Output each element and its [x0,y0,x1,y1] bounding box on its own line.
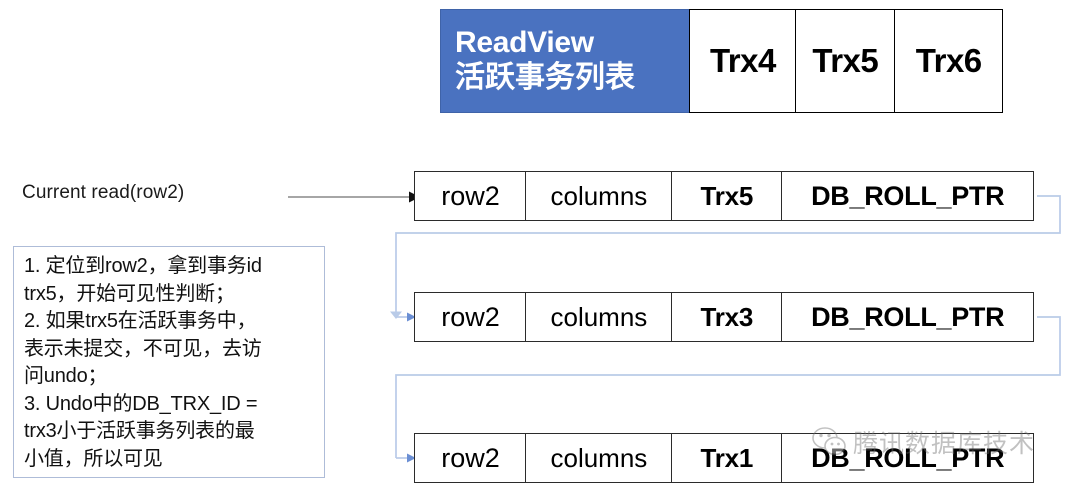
current-read-label: Current read(row2) [22,182,185,203]
version-row-2-columns: columns [525,433,673,483]
version-row-1-roll-ptr: DB_ROLL_PTR [781,292,1035,342]
readview-trx-cell-2: Trx6 [894,9,1004,113]
readview-table: ReadView 活跃事务列表 Trx4 Trx5 Trx6 [440,9,1006,113]
explanation-line-6: 3. Undo中的DB_TRX_ID = [24,392,258,415]
version-row-2-id: row2 [414,433,527,483]
explanation-line-5: 问undo； [24,365,108,387]
version-row-1-columns: columns [525,292,673,342]
version-row-2-trx: Trx1 [670,433,783,483]
version-row-0-roll-ptr: DB_ROLL_PTR [781,171,1035,221]
version-row-2-roll-ptr: DB_ROLL_PTR [781,433,1035,483]
explanation-line-2: trx5，开始可见性判断； [24,282,235,305]
readview-title-cn: 活跃事务列表 [455,61,635,94]
readview-title-en: ReadView [455,26,594,59]
readview-header-cell: ReadView 活跃事务列表 [440,9,691,113]
version-row-1-id: row2 [414,292,527,342]
explanation-line-1: 1. 定位到row2，拿到事务id [24,255,262,277]
explanation-line-7: trx3小于活跃事务列表的最 [24,420,255,442]
version-row-0-trx: Trx5 [670,171,783,221]
readview-trx-cell-1: Trx5 [794,9,896,113]
version-row-0-columns: columns [525,171,673,221]
explanation-line-4: 表示未提交，不可见，去访 [24,337,262,360]
version-row-1: row2 columns Trx3 DB_ROLL_PTR [414,292,1037,342]
version-row-0: row2 columns Trx5 DB_ROLL_PTR [414,171,1037,221]
version-row-1-trx: Trx3 [670,292,783,342]
readview-trx-cell-0: Trx4 [689,9,797,113]
explanation-line-3: 2. 如果trx5在活跃事务中， [24,310,257,332]
version-row-2: row2 columns Trx1 DB_ROLL_PTR [414,433,1037,483]
explanation-line-8: 小值，所以可见 [24,447,163,470]
explanation-textbox: 1. 定位到row2，拿到事务id trx5，开始可见性判断； 2. 如果trx… [13,246,325,478]
current-read-arrow-icon [288,191,420,203]
version-row-0-id: row2 [414,171,527,221]
